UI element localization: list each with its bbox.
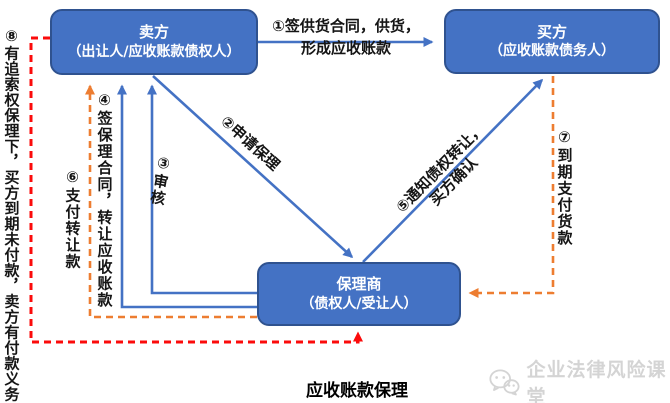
seller-subtitle: （出让人/应收账款债权人） [67, 43, 241, 60]
buyer-node: 买方 （应收账款债务人） [444, 9, 660, 74]
edge-7-label: ⑦到期支付货款 [555, 128, 574, 247]
edge-1-label-line2: 形成应收账款 [300, 38, 391, 57]
wechat-icon [489, 369, 520, 396]
edge-1-label-line1: ①签供货合同，供货， [272, 17, 420, 35]
edge-1-label: ①签供货合同，供货， 形成应收账款 [258, 16, 434, 60]
factor-title: 保理商 [336, 275, 382, 294]
edge-8-recourse-obligation [29, 36, 363, 344]
edge-5-notify-assignment [362, 78, 544, 263]
watermark-text: 企业法律风险课堂 [526, 359, 667, 403]
watermark: 企业法律风险课堂 [489, 355, 670, 403]
buyer-subtitle: （应收账款债务人） [489, 43, 615, 60]
edge-2-apply-factoring [152, 75, 354, 259]
factor-subtitle: （债权人/受让人） [300, 295, 418, 312]
edge-4-label: ④签保理合同，转让应收账款 [95, 91, 114, 309]
edge-4-sign-factoring-contract [117, 84, 257, 309]
diagram-caption: 应收账款保理 [306, 381, 408, 401]
edge-6-label: ⑥支付转让款 [63, 168, 82, 270]
buyer-title: 买方 [536, 22, 567, 41]
seller-node: 卖方 （出让人/应收账款债权人） [50, 9, 258, 75]
edge-8-label: ⑧有追索权保理下，买方到期未付款，卖方有付款义务 [2, 27, 21, 402]
seller-title: 卖方 [138, 23, 169, 42]
edge-3-review [147, 84, 257, 295]
factor-node: 保理商 （债权人/受让人） [257, 262, 461, 326]
edge-7-pay-at-maturity [468, 76, 555, 298]
